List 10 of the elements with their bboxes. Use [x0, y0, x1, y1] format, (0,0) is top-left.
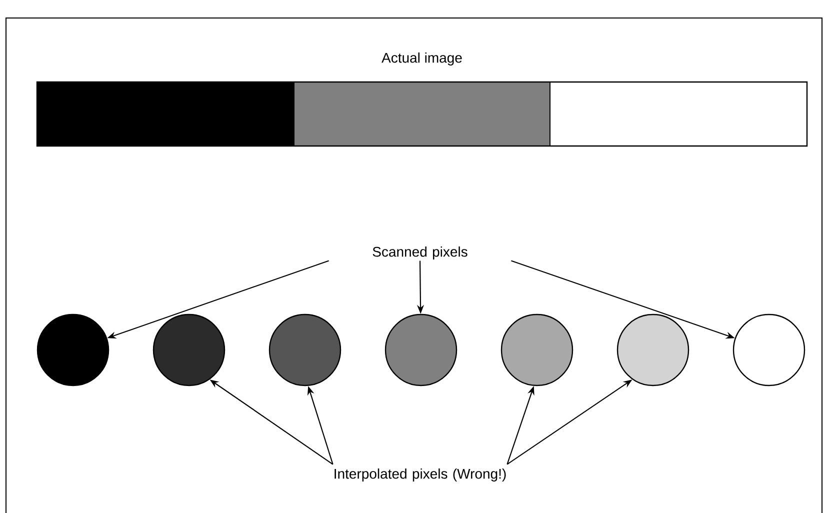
- pixel-circle: [732, 314, 806, 386]
- pixel-circle: [268, 314, 342, 386]
- callout-text: Interpolated pixels (Wrong!): [334, 468, 506, 482]
- pixel-circle: [384, 314, 458, 386]
- pixel-circle: [36, 314, 110, 386]
- heading: Actual image: [382, 52, 462, 66]
- pixel-circle: [616, 314, 690, 386]
- callout-text: Scanned pixels: [372, 246, 468, 260]
- pixel-circle: [500, 314, 574, 386]
- pixel-circle: [152, 314, 226, 386]
